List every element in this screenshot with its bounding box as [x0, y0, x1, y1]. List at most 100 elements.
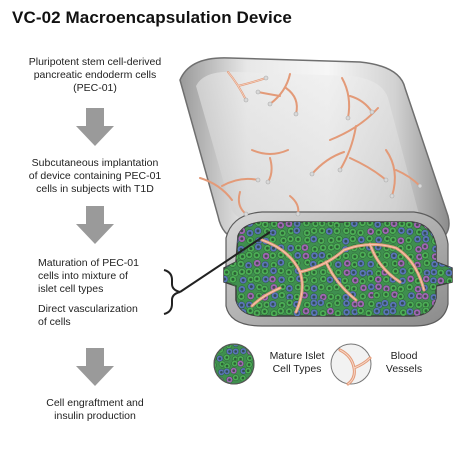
cell-nucleus	[233, 362, 236, 365]
cell-nucleus	[439, 271, 443, 275]
cell-nucleus	[257, 222, 260, 225]
down-arrow-icon	[76, 206, 114, 244]
cell-nucleus	[448, 230, 452, 234]
cell-nucleus	[401, 311, 405, 314]
cell-nucleus	[247, 263, 250, 267]
cell-nucleus	[215, 345, 217, 346]
cell-nucleus	[400, 222, 404, 226]
cell-nucleus	[417, 294, 421, 298]
cell-nucleus	[305, 286, 309, 290]
cell-nucleus	[368, 222, 372, 225]
cell-nucleus	[345, 271, 349, 275]
cell-nucleus	[432, 270, 436, 274]
cell-nucleus	[313, 247, 317, 251]
cell-nucleus	[279, 223, 283, 227]
cell-nucleus	[255, 261, 259, 265]
cell-nucleus	[240, 287, 244, 291]
cell-nucleus	[408, 285, 412, 289]
cell-nucleus	[425, 271, 429, 275]
cell-nucleus	[407, 238, 411, 242]
cell-nucleus	[303, 278, 307, 282]
cell-nucleus	[240, 303, 244, 307]
cell-nucleus	[228, 378, 231, 382]
cell-nucleus	[242, 369, 245, 373]
legend-islet-label: Mature Islet Cell Types	[269, 350, 325, 375]
cell-nucleus	[263, 263, 267, 267]
cell-nucleus	[369, 302, 373, 306]
cell-nucleus	[305, 238, 309, 242]
cell-nucleus	[280, 293, 284, 297]
cell-nucleus	[399, 261, 403, 265]
cell-nucleus	[383, 301, 387, 305]
cell-nucleus	[305, 231, 309, 235]
cell-nucleus	[369, 253, 373, 257]
cell-nucleus	[256, 245, 260, 249]
cell-nucleus	[385, 310, 388, 314]
cell-nucleus	[234, 376, 237, 379]
cell-nucleus	[305, 271, 309, 275]
cell-nucleus	[218, 357, 222, 360]
cell-nucleus	[391, 303, 395, 307]
cell-nucleus	[263, 223, 267, 226]
cell-nucleus	[255, 253, 259, 257]
cell-nucleus	[361, 271, 365, 275]
cell-nucleus	[361, 222, 364, 225]
cell-nucleus	[393, 293, 397, 297]
cell-nucleus	[279, 269, 283, 273]
cell-nucleus	[288, 301, 292, 305]
cell-nucleus	[240, 270, 244, 274]
legend-vessels-label: Blood Vessels	[385, 350, 423, 375]
cell-nucleus	[448, 279, 452, 283]
cell-nucleus	[242, 349, 245, 353]
cell-nucleus	[344, 254, 348, 258]
cell-nucleus	[369, 293, 373, 297]
cell-nucleus	[384, 293, 388, 296]
cell-nucleus	[272, 269, 275, 273]
cell-nucleus	[247, 363, 251, 366]
cell-nucleus	[336, 263, 340, 267]
step-arrows	[76, 108, 114, 386]
cell-nucleus	[225, 270, 229, 274]
cell-nucleus	[240, 237, 244, 241]
cell-nucleus	[424, 303, 428, 307]
cell-nucleus	[234, 350, 237, 353]
cell-nucleus	[345, 310, 349, 314]
cell-nucleus	[241, 278, 245, 282]
cell-nucleus	[265, 246, 269, 250]
cell-nucleus	[296, 237, 300, 241]
cell-nucleus	[377, 238, 381, 242]
cell-nucleus	[336, 296, 340, 299]
cell-nucleus	[329, 238, 333, 242]
cell-nucleus	[312, 301, 316, 305]
cell-nucleus	[321, 246, 325, 250]
cell-nucleus	[359, 302, 363, 306]
cell-nucleus	[305, 222, 308, 225]
cell-nucleus	[304, 309, 308, 313]
cell-nucleus	[319, 285, 323, 289]
cell-nucleus	[295, 229, 299, 233]
cell-nucleus	[375, 309, 379, 313]
cell-nucleus	[393, 262, 397, 265]
cell	[215, 347, 217, 355]
cell-nucleus	[369, 230, 373, 233]
legend-islet-icon	[212, 343, 255, 385]
cell-nucleus	[345, 222, 349, 226]
cell-nucleus	[394, 269, 397, 273]
cell-nucleus	[265, 229, 269, 233]
cell-nucleus	[249, 285, 253, 289]
down-arrow-icon	[76, 108, 114, 146]
cell-nucleus	[424, 237, 428, 241]
cell-nucleus	[289, 229, 293, 233]
cell-nucleus	[288, 295, 292, 299]
cell-nucleus	[264, 277, 268, 281]
cell-nucleus	[212, 377, 215, 380]
cell-nucleus	[353, 310, 357, 314]
cell-nucleus	[272, 311, 276, 315]
cell-nucleus	[391, 238, 395, 242]
cell-nucleus	[359, 238, 363, 242]
cell-nucleus	[409, 294, 413, 298]
cell-nucleus	[289, 277, 293, 281]
cell-nucleus	[319, 301, 323, 305]
cell-nucleus	[312, 237, 316, 241]
cell-nucleus	[239, 295, 243, 299]
